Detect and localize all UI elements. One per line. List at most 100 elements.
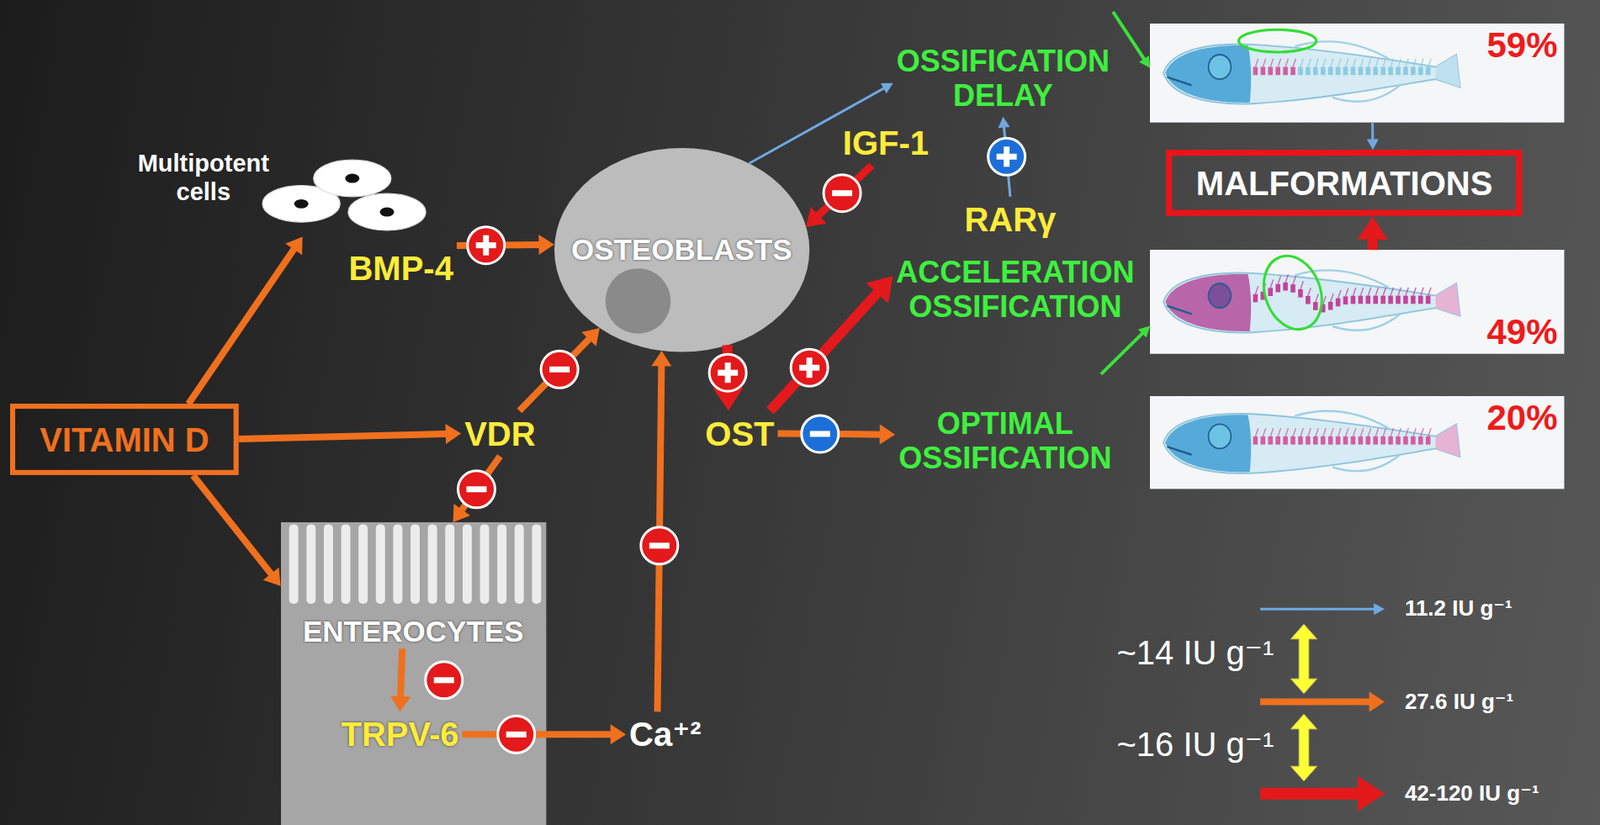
microvillus <box>427 524 437 604</box>
neural-spine <box>1375 287 1378 297</box>
connector <box>188 236 303 404</box>
highlight-ring <box>1239 29 1317 53</box>
vertebra <box>1388 436 1394 446</box>
box-border <box>1169 153 1520 214</box>
neural-spine <box>1390 287 1394 297</box>
vertebra <box>1395 66 1401 75</box>
vertebra <box>1372 66 1378 75</box>
vertebra <box>1418 436 1424 446</box>
neural-spine <box>1367 58 1371 68</box>
connector <box>1366 122 1379 151</box>
range-double-arrow <box>1290 714 1318 782</box>
neural-spine <box>1382 58 1386 68</box>
plus-sign <box>709 354 747 392</box>
arrow-head <box>581 328 599 347</box>
neural-spine <box>1338 428 1341 437</box>
sign-bar <box>466 486 487 493</box>
cell-group: Multipotent cells <box>132 144 431 237</box>
arrow-head <box>865 275 893 304</box>
arrow-head <box>1139 55 1150 69</box>
connector-line <box>192 475 274 578</box>
ion-node: Ca⁺² <box>625 711 705 758</box>
channel-label: TRPV-6 <box>340 715 459 754</box>
neural-spine <box>1352 58 1356 68</box>
sign-disc <box>498 715 536 753</box>
neural-spine <box>1405 428 1409 437</box>
connector-line <box>400 648 403 700</box>
neural-spine <box>1382 428 1386 437</box>
ion-label: Ca⁺² <box>629 715 702 754</box>
arrow-head <box>1357 216 1389 240</box>
minus-sign <box>540 350 578 388</box>
neural-spine <box>1428 58 1431 68</box>
vertebra <box>1328 436 1334 446</box>
vertebra <box>1366 66 1372 75</box>
neural-spine <box>1330 58 1334 68</box>
vertebra <box>1328 66 1334 75</box>
receptor-node: VDR <box>460 411 539 457</box>
outcome-node: ACCELERATION OSSIFICATION <box>892 251 1138 375</box>
neural-spine <box>1315 58 1319 68</box>
arrow-head <box>805 206 827 228</box>
factor-node: IGF-1 <box>839 120 933 166</box>
neural-spine <box>1428 428 1431 437</box>
fish-eye <box>1208 54 1232 80</box>
dose-gap-label: ~16 IU g⁻¹ <box>1116 725 1274 764</box>
dose-gap: ~14 IU g⁻¹ <box>1114 631 1276 674</box>
plus-sign <box>988 137 1026 175</box>
box-title: VITAMIN D <box>39 420 209 460</box>
sign-bar <box>810 430 831 437</box>
vertebra <box>1290 284 1296 293</box>
neural-spine <box>1375 428 1378 437</box>
sign-bar <box>549 366 570 373</box>
cell-nucleus <box>604 268 671 334</box>
image-ground <box>1149 396 1564 489</box>
neural-spine <box>1338 290 1341 299</box>
vertebra <box>1403 66 1409 75</box>
neural-spine <box>1352 428 1356 437</box>
dose-gap-label: ~14 IU g⁻¹ <box>1116 633 1274 673</box>
vertebra <box>1358 296 1364 305</box>
neural-spine <box>1270 428 1273 437</box>
arrow-head <box>1366 138 1379 150</box>
neural-spine <box>1420 287 1424 297</box>
plus-sign <box>467 227 505 265</box>
arrow-head <box>1373 603 1385 615</box>
neural-spine <box>1413 428 1416 437</box>
microvillus <box>513 524 524 604</box>
connector-line <box>519 336 592 412</box>
neural-spine <box>1292 276 1296 286</box>
microvillus <box>445 524 455 604</box>
dorsal-fin <box>1294 270 1389 288</box>
sign-disc <box>988 137 1026 175</box>
vertebra <box>1305 436 1311 446</box>
arrow-head <box>263 567 281 587</box>
jaw-line <box>1167 77 1193 86</box>
tail-fin <box>1435 283 1461 317</box>
sign-bar <box>831 190 853 197</box>
neural-spine <box>1300 428 1304 437</box>
neural-spine <box>1323 58 1326 68</box>
arrow-head <box>1357 776 1385 812</box>
neural-spine <box>1315 428 1319 437</box>
arrow-head <box>538 234 555 255</box>
connector-line <box>815 165 872 218</box>
vertebra <box>1403 296 1409 305</box>
fish-head <box>1165 45 1251 103</box>
microvillus <box>306 524 316 604</box>
sign-bar <box>482 235 489 256</box>
neural-spine <box>1413 287 1416 297</box>
vertebra <box>1268 436 1274 446</box>
connector-line <box>1260 788 1365 800</box>
vertebra <box>1410 436 1416 446</box>
outcome-label: OPTIMAL OSSIFICATION <box>898 406 1112 477</box>
vertebra <box>1380 296 1386 305</box>
arrow-head <box>651 350 672 367</box>
cell-title: ENTEROCYTES <box>302 614 525 649</box>
vertebra <box>1366 296 1372 305</box>
sign-disc <box>823 174 861 212</box>
vertebra <box>1253 66 1259 75</box>
vertebra <box>1343 296 1349 306</box>
minus-sign <box>498 715 536 753</box>
